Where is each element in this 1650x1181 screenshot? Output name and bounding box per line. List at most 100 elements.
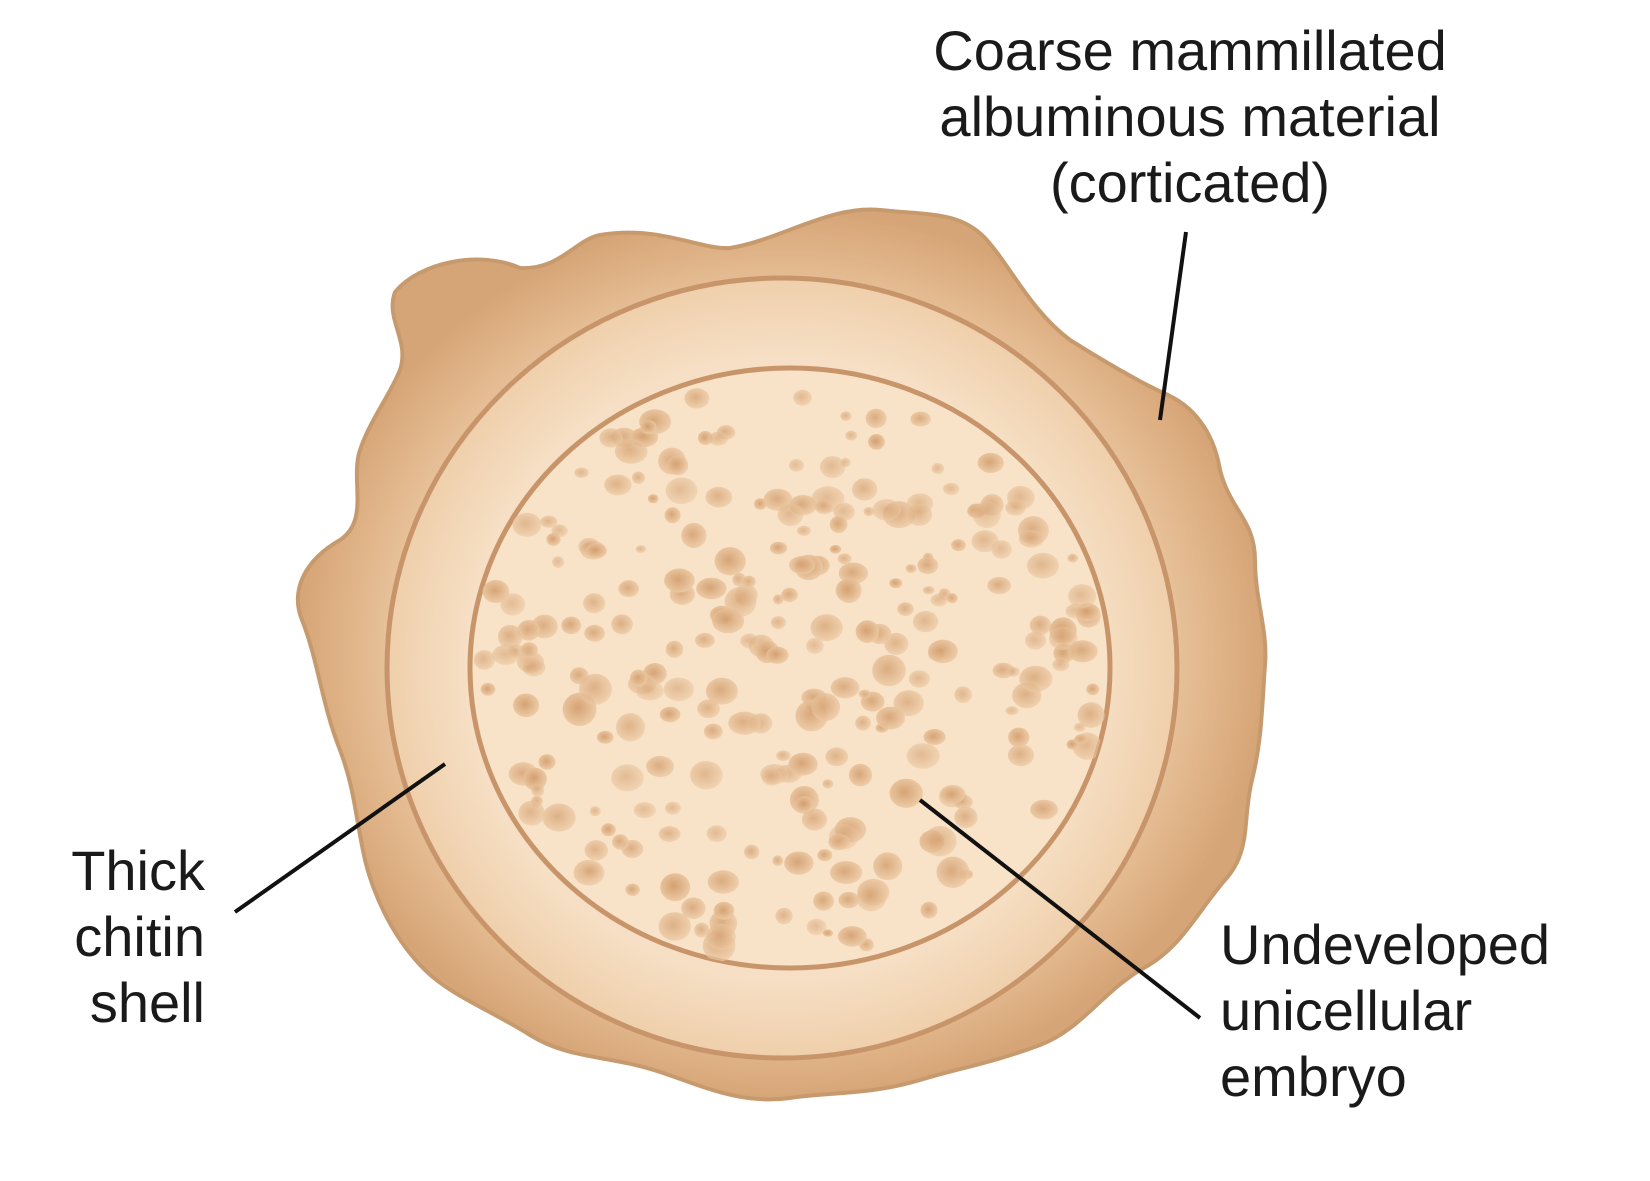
- granule: [836, 578, 862, 603]
- granule: [601, 823, 616, 837]
- granule: [829, 516, 848, 533]
- granule: [659, 706, 681, 723]
- granule: [618, 580, 639, 598]
- granule: [889, 578, 903, 589]
- granule: [797, 525, 811, 536]
- granule: [1068, 584, 1097, 609]
- granule: [636, 681, 664, 701]
- granule: [946, 593, 958, 604]
- granule: [977, 452, 1004, 473]
- granule: [822, 779, 834, 789]
- granule: [574, 467, 589, 478]
- granule: [512, 512, 542, 537]
- leader-line-embryo: [918, 798, 1202, 1020]
- granule: [520, 642, 538, 659]
- granule: [1029, 615, 1052, 635]
- granule: [640, 420, 657, 435]
- granule: [873, 852, 903, 881]
- granule: [1068, 640, 1098, 663]
- label-embryo: Undeveloped unicellular embryo: [1220, 912, 1640, 1110]
- granule: [872, 499, 901, 521]
- granule: [707, 870, 739, 894]
- granule: [954, 806, 978, 829]
- granule: [611, 764, 644, 792]
- granule: [855, 715, 871, 731]
- granule: [497, 624, 523, 649]
- granule: [819, 456, 846, 479]
- label-line: albuminous material: [939, 85, 1441, 148]
- granule: [684, 388, 710, 409]
- granule: [666, 455, 689, 476]
- granule: [858, 689, 871, 699]
- granule: [531, 784, 545, 797]
- granule: [518, 800, 545, 826]
- granule: [840, 411, 852, 422]
- granule: [540, 515, 558, 528]
- granule: [599, 428, 624, 448]
- granule: [943, 482, 960, 496]
- granule: [552, 556, 565, 568]
- granule: [658, 826, 681, 842]
- granule: [629, 669, 648, 687]
- granule: [705, 677, 739, 705]
- granule: [928, 639, 958, 664]
- granule: [838, 891, 860, 909]
- granule: [1025, 631, 1047, 650]
- granule: [837, 553, 852, 565]
- label-albuminous-material: Coarse mammillated albuminous material (…: [880, 18, 1500, 216]
- granule: [697, 699, 720, 719]
- granule: [801, 808, 828, 831]
- granule: [822, 929, 834, 937]
- granule: [1026, 552, 1059, 579]
- granule: [951, 539, 966, 552]
- granule: [681, 897, 706, 919]
- granule: [806, 637, 824, 654]
- granule: [635, 545, 647, 553]
- granule: [740, 633, 759, 649]
- granule: [855, 620, 880, 643]
- granule: [714, 547, 746, 576]
- granule: [1077, 702, 1105, 728]
- granule: [681, 522, 707, 549]
- granule: [773, 594, 784, 605]
- granule: [585, 543, 607, 559]
- granule: [579, 673, 612, 705]
- granule: [806, 918, 827, 936]
- granule: [1007, 744, 1035, 767]
- granule: [917, 556, 939, 575]
- granule: [744, 844, 760, 860]
- granule: [473, 650, 495, 670]
- granule: [631, 471, 646, 484]
- granule: [665, 640, 684, 658]
- granule: [647, 494, 659, 504]
- granule: [922, 586, 935, 595]
- granule: [694, 922, 710, 938]
- granule: [793, 389, 812, 406]
- granule: [884, 632, 909, 656]
- granule: [863, 507, 875, 517]
- granule: [830, 677, 860, 699]
- granule: [795, 796, 814, 813]
- granule: [696, 577, 727, 600]
- granule: [761, 768, 782, 786]
- granule: [665, 801, 681, 815]
- granule: [897, 602, 914, 616]
- granule: [1007, 666, 1020, 677]
- granule: [851, 478, 878, 501]
- granule: [954, 686, 972, 703]
- granule: [690, 761, 723, 790]
- granule: [930, 593, 948, 607]
- granule: [517, 620, 540, 641]
- granule: [825, 747, 849, 767]
- granule: [706, 825, 727, 842]
- granule: [788, 459, 805, 472]
- granule: [840, 457, 851, 468]
- granule: [856, 884, 887, 912]
- granule: [1086, 683, 1100, 696]
- granule: [845, 430, 858, 441]
- granule: [513, 693, 540, 718]
- granule: [876, 706, 905, 730]
- granule: [971, 530, 999, 553]
- granule: [703, 723, 723, 740]
